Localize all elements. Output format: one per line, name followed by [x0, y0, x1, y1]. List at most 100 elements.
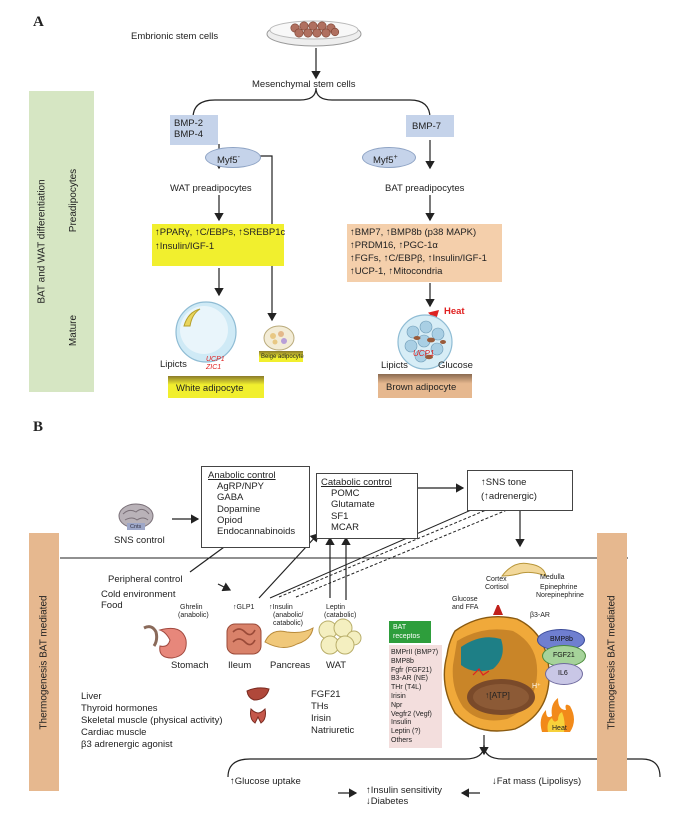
insulin-sub-label-1: (anabolic/ — [273, 612, 304, 619]
insulin-sub-label-2: catabolic) — [273, 620, 303, 627]
hormone-item: Irisin — [311, 713, 332, 724]
myf5-positive-node: Myf5+ — [362, 147, 416, 168]
catabolic-item: MCAR — [331, 521, 359, 533]
catabolic-control-box: Catabolic control POMC Glutamate SF1 MCA… — [316, 473, 418, 539]
receptor-item: THr (T4L) — [391, 684, 422, 692]
myf5-negative-label: Myf5 — [217, 155, 238, 167]
white-zic1-label: ZIC1 — [206, 364, 222, 371]
white-adipocyte-label: White adipocyte — [176, 383, 244, 394]
epinephrine-label: Epinephrine — [540, 584, 578, 591]
catabolic-item: POMC — [331, 488, 360, 500]
preadipocytes-label: Preadipocytes — [68, 168, 80, 232]
receptors-title-line1: BAT — [393, 624, 407, 631]
il6-signal: IL6 — [545, 663, 583, 685]
anabolic-title: Anabolic control — [208, 470, 276, 481]
wat-factors-box: ↑PPARγ, ↑C/EBPs, ↑SREBP1c ↑Insulin/IGF-1 — [152, 224, 285, 266]
food-label: Food — [101, 600, 123, 611]
wat-preadipocytes-label: WAT preadipocytes — [170, 183, 252, 194]
anabolic-item: AgRP/NPY — [217, 481, 264, 493]
beige-adipocyte-label: Beige adipocyte — [261, 354, 304, 360]
insulin-label: ↑Insulin — [269, 604, 293, 611]
bat-factors-box: ↑BMP7, ↑BMP8b (p38 MAPK) ↑PRDM16, ↑PGC-1… — [347, 224, 502, 282]
ghrelin-sub-label: (anabolic) — [178, 612, 209, 619]
il6-signal-label: IL6 — [558, 670, 568, 677]
flame-icon — [536, 696, 578, 734]
organ-label-stomach: Stomach — [171, 660, 209, 671]
thyroid-icon — [247, 705, 269, 727]
insulin-sensitivity-label: ↑Insulin sensitivity — [366, 785, 443, 796]
differentiation-sidebar — [29, 91, 94, 392]
bmp7-box: BMP-7 — [406, 115, 454, 137]
ghrelin-label: Ghrelin — [180, 604, 203, 611]
bat-factor-2: ↑PRDM16, ↑PGC-1α — [350, 240, 438, 251]
catabolic-item: SF1 — [331, 510, 349, 522]
peripheral-item: β3 adrenergic agonist — [81, 739, 173, 750]
sns-tone-line2: (↑adrenergic) — [481, 491, 537, 503]
hormone-item: Natriuretic — [311, 725, 355, 736]
thermogenesis-right-label: Thermogenesis BAT mediated — [606, 594, 618, 730]
brain-icon: Cnts — [117, 502, 155, 532]
b3ar-label: β3-AR — [530, 612, 550, 619]
peripheral-item: Liver — [81, 691, 102, 702]
receptor-item: Insulin — [391, 719, 412, 727]
bmp7-label: BMP-7 — [412, 121, 442, 132]
brown-adipocyte-label: Brown adipocyte — [386, 382, 457, 393]
anabolic-item: GABA — [217, 492, 244, 504]
bat-factor-1: ↑BMP7, ↑BMP8b (p38 MAPK) — [350, 227, 477, 238]
bat-factor-4: ↑UCP-1, ↑Mitocondria — [350, 266, 443, 277]
receptor-item: Vegfr2 (Vegf) — [391, 710, 432, 718]
petri-dish-icon — [265, 17, 363, 47]
norepinephrine-label: Norepinephrine — [536, 592, 584, 599]
bmp2-label: BMP-2 — [174, 118, 204, 129]
brain-label: Cnts — [130, 524, 142, 530]
catabolic-item: Glutamate — [331, 499, 375, 511]
mesenchymal-stem-cells-label: Mesenchymal stem cells — [252, 79, 356, 90]
receptor-item: Fgfr (FGF21) — [391, 666, 432, 674]
receptors-title-box: BAT receptos — [389, 621, 431, 643]
hormone-item: FGF21 — [311, 689, 341, 700]
sns-control-label: SNS control — [114, 535, 165, 546]
organ-label-wat: WAT — [326, 660, 347, 671]
peripheral-control-label: Peripheral control — [108, 574, 183, 585]
white-ucp1-label: UCP1 — [206, 356, 225, 363]
stomach-icon — [142, 622, 192, 662]
brown-adipocyte-label-bar: Brown adipocyte — [378, 374, 472, 398]
ileum-icon — [225, 620, 263, 658]
bat-cell-icon — [443, 603, 555, 737]
medulla-label: Medulla — [540, 574, 565, 581]
sns-tone-box: ↑SNS tone (↑adrenergic) — [467, 470, 573, 511]
h-plus-label: H⁺ — [532, 683, 541, 690]
cortex-label: Cortex — [486, 576, 507, 583]
receptor-item: B3-AR (NE) — [391, 675, 428, 683]
brown-adipocyte-cell-icon — [395, 312, 457, 372]
myf5-negative-node: Myf5- — [205, 147, 261, 168]
organ-label-ileum: Ileum — [228, 660, 252, 671]
atp-label: ↑[ATP] — [485, 690, 510, 700]
brown-heat-label: Heat — [444, 306, 465, 317]
pancreas-icon — [263, 622, 315, 656]
liver-icon — [246, 686, 270, 702]
receptor-item: Leptin (?) — [391, 728, 421, 736]
mature-label: Mature — [68, 314, 80, 346]
leptin-sub-label: (catabolic) — [324, 612, 357, 619]
embryonic-stem-cells-label: Embrionic stem cells — [131, 31, 219, 42]
bmp4-label: BMP-4 — [174, 129, 204, 140]
brown-glucose-label: Glucose — [438, 360, 473, 371]
anabolic-control-box: Anabolic control AgRP/NPY GABA Dopamine … — [201, 466, 310, 548]
receptors-list-box: BMPrII (BMP7) BMP8b Fgfr (FGF21) B3-AR (… — [389, 645, 442, 748]
fgf21-signal-label: FGF21 — [553, 652, 575, 659]
glp1-label: ↑GLP1 — [233, 604, 255, 611]
beige-adipocyte-label-bar: Beige adipocyte — [259, 351, 304, 362]
brown-lipicts-label: Lipicts — [381, 360, 408, 371]
adrenal-gland-icon — [500, 560, 548, 580]
anabolic-item: Dopamine — [217, 503, 261, 515]
thermogenesis-left-bar — [29, 533, 59, 791]
receptor-item: Others — [391, 736, 413, 744]
panel-b-letter: B — [33, 419, 44, 435]
differentiation-title: BAT and WAT differentiation — [36, 179, 48, 304]
peripheral-item: Skeletal muscle (physical activity) — [81, 715, 223, 726]
hormone-item: THs — [311, 701, 329, 712]
cold-environment-label: Cold environment — [101, 589, 176, 600]
bat-preadipocytes-label: BAT preadipocytes — [385, 183, 465, 194]
